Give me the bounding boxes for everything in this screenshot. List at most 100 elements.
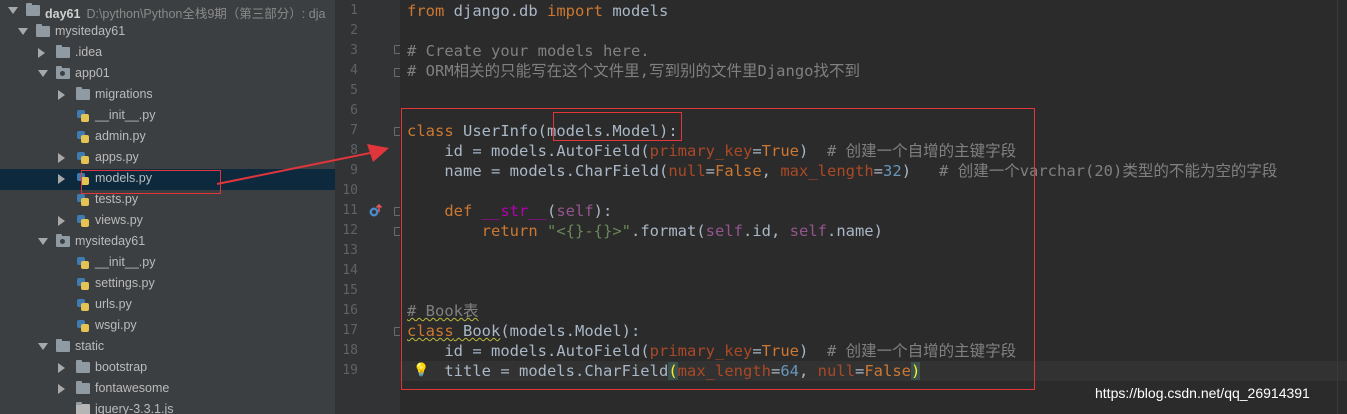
line-number: 16 — [342, 303, 358, 318]
python-file-icon — [76, 193, 90, 207]
tree-item[interactable]: urls.py — [0, 295, 335, 316]
python-file-icon — [76, 109, 90, 123]
code-line-4[interactable]: # ORM相关的只能写在这个文件里,写到别的文件里Django找不到 — [407, 62, 860, 80]
collapse-arrow-icon[interactable] — [58, 153, 65, 163]
folder-icon — [56, 234, 70, 247]
models-py-highlight-box — [81, 170, 221, 194]
line-number: 13 — [342, 243, 358, 258]
expand-arrow-icon[interactable] — [38, 343, 48, 350]
tree-item[interactable]: bootstrap — [0, 358, 335, 379]
code-line-15[interactable]: # Book表 — [407, 302, 479, 320]
code-line-12[interactable]: return "<{}-{}>".format(self.id, self.na… — [481, 222, 883, 240]
tree-item-label: wsgi.py — [95, 318, 137, 332]
code-line-3[interactable]: # Create your models here. — [407, 42, 650, 60]
tree-item[interactable]: tests.py — [0, 190, 335, 211]
python-file-icon — [76, 319, 90, 333]
tree-item-label: urls.py — [95, 297, 132, 311]
tree-item[interactable]: .idea — [0, 43, 335, 64]
line-number: 3 — [350, 43, 358, 58]
tree-item-label: mysiteday61 — [75, 234, 146, 248]
tree-root[interactable]: day61 D:\python\Python全栈9期（第三部分）: dja — [0, 1, 335, 22]
line-number: 2 — [350, 23, 358, 38]
tree-item[interactable]: mysiteday61 — [0, 22, 335, 43]
code-line-18[interactable]: id = models.AutoField(primary_key=True) … — [407, 342, 1017, 360]
folder-icon — [76, 360, 90, 373]
expand-arrow-icon[interactable] — [38, 70, 48, 77]
project-path: D:\python\Python全栈9期（第三部分）: dja — [86, 7, 326, 21]
tree-item[interactable]: mysiteday61 — [0, 232, 335, 253]
tree-item[interactable]: apps.py — [0, 148, 335, 169]
tree-item-label: models.py — [95, 171, 152, 185]
code-line-7[interactable]: class UserInfo(models.Model): — [407, 122, 678, 140]
collapse-arrow-icon[interactable] — [58, 174, 65, 184]
code-line-8[interactable]: id = models.AutoField(primary_key=True) … — [407, 142, 1017, 160]
watermark: https://blog.csdn.net/qq_26914391 — [1095, 385, 1310, 401]
python-file-icon — [76, 151, 90, 165]
python-file-icon — [76, 298, 90, 312]
js-file-icon — [76, 402, 90, 414]
models-model-highlight-box — [553, 112, 682, 141]
tree-item[interactable]: fontawesome — [0, 379, 335, 400]
tree-item[interactable]: __init__.py — [0, 106, 335, 127]
collapse-arrow-icon[interactable] — [38, 48, 45, 58]
tree-item[interactable]: app01 — [0, 64, 335, 85]
annotation-arrow-icon — [216, 144, 389, 185]
code-line-11[interactable]: def __str__(self): — [444, 202, 613, 220]
code-line-16[interactable]: class Book(models.Model): — [407, 322, 641, 340]
tree-item[interactable]: settings.py — [0, 274, 335, 295]
folder-icon — [26, 3, 40, 16]
folder-icon — [56, 45, 70, 58]
tree-item[interactable]: admin.py — [0, 127, 335, 148]
tree-item-label: mysiteday61 — [55, 24, 126, 38]
collapse-arrow-icon[interactable] — [58, 90, 65, 100]
tree-item[interactable]: views.py — [0, 211, 335, 232]
tree-item[interactable]: static — [0, 337, 335, 358]
tree-item-label: __init__.py — [95, 255, 156, 269]
python-file-icon — [76, 214, 90, 228]
expand-arrow-icon[interactable] — [38, 238, 48, 245]
current-line-highlight — [400, 361, 1347, 381]
line-number: 18 — [342, 343, 358, 358]
tree-item-label: fontawesome — [95, 381, 170, 395]
line-number: 5 — [350, 83, 358, 98]
editor-gutter — [336, 0, 400, 414]
line-number: 12 — [342, 223, 358, 238]
tree-item[interactable]: migrations — [0, 85, 335, 106]
tree-item[interactable]: __init__.py — [0, 253, 335, 274]
code-line-19[interactable]: title = models.CharField(max_length=64, … — [407, 362, 921, 380]
collapse-arrow-icon[interactable] — [58, 363, 65, 373]
folder-icon — [76, 381, 90, 394]
line-number: 4 — [350, 63, 358, 78]
tree-item[interactable]: jquery-3.3.1.js — [0, 400, 335, 414]
folder-icon — [56, 66, 70, 79]
python-file-icon — [76, 256, 90, 270]
tree-item-label: views.py — [95, 213, 143, 227]
override-method-icon[interactable] — [368, 203, 384, 219]
lightbulb-icon[interactable]: 💡 — [413, 363, 430, 378]
expand-arrow-icon[interactable] — [18, 28, 28, 35]
tree-item-label: bootstrap — [95, 360, 148, 374]
tree-item[interactable]: models.py — [0, 169, 335, 190]
tree-item-label: apps.py — [95, 150, 139, 164]
project-tree: day61 D:\python\Python全栈9期（第三部分）: dja mys… — [0, 0, 336, 414]
collapse-arrow-icon[interactable] — [58, 384, 65, 394]
line-number: 9 — [350, 163, 358, 178]
project-name: day61 — [45, 7, 81, 21]
tree-item[interactable]: wsgi.py — [0, 316, 335, 337]
tree-item-label: __init__.py — [95, 108, 156, 122]
folder-icon — [76, 87, 90, 100]
tree-item-label: app01 — [75, 66, 110, 80]
expand-arrow-icon[interactable] — [8, 7, 18, 14]
tree-item-label: jquery-3.3.1.js — [95, 402, 174, 414]
collapse-arrow-icon[interactable] — [58, 216, 65, 226]
code-editor[interactable] — [400, 0, 1347, 414]
line-number: 15 — [342, 283, 358, 298]
line-number: 6 — [350, 103, 358, 118]
code-line-1[interactable]: from django.db import models — [407, 2, 669, 20]
python-file-icon — [76, 130, 90, 144]
folder-icon — [56, 339, 70, 352]
line-number: 19 — [342, 363, 358, 378]
line-number: 14 — [342, 263, 358, 278]
line-number: 11 — [342, 203, 358, 218]
code-line-9[interactable]: name = models.CharField(null=False, max_… — [407, 162, 1278, 180]
